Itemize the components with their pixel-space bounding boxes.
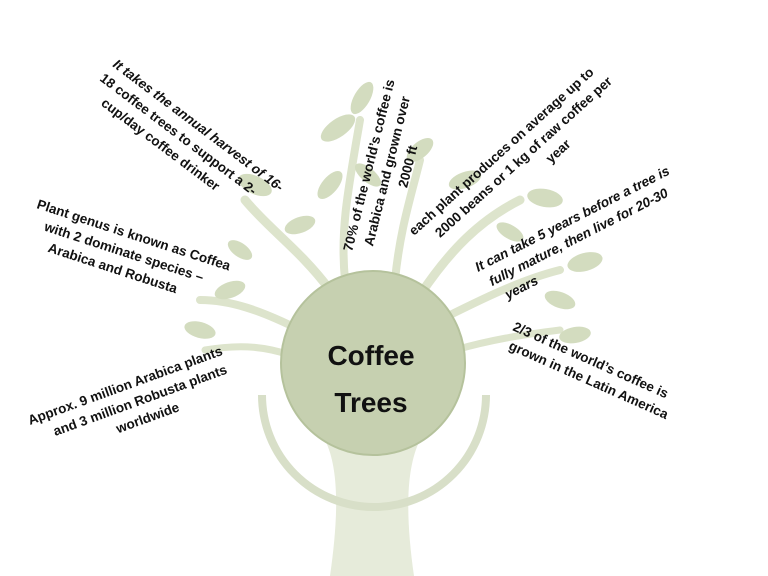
crown-shadow	[258, 394, 490, 511]
tree-branches	[196, 116, 564, 359]
title-line-1: Coffee	[327, 340, 414, 371]
svg-text:Approx. 9 million Arabica plan: Approx. 9 million Arabica plants and 3 m…	[26, 342, 241, 463]
title-line-2: Trees	[334, 387, 407, 418]
svg-text:It takes the annual harvest of: It takes the annual harvest of 16- 18 co…	[86, 55, 290, 227]
svg-text:Plant genus is known as Coffea: Plant genus is known as Coffea with 2 do…	[23, 197, 236, 311]
fact-latin-america: 2/3 of the world’s coffee is grown in th…	[503, 319, 679, 422]
fact-harvest-line-2: 18 coffee trees to support a 2-	[97, 70, 259, 198]
svg-text:2/3 of the world’s coffee is: 2/3 of the world’s coffee is grown in th…	[503, 319, 679, 422]
fact-harvest: It takes the annual harvest of 16- 18 co…	[86, 55, 290, 227]
crown-circle	[280, 270, 466, 456]
tree-leaves	[184, 81, 603, 344]
fact-genus: Plant genus is known as Coffea with 2 do…	[23, 197, 236, 311]
fact-plant-counts: Approx. 9 million Arabica plants and 3 m…	[26, 342, 241, 463]
